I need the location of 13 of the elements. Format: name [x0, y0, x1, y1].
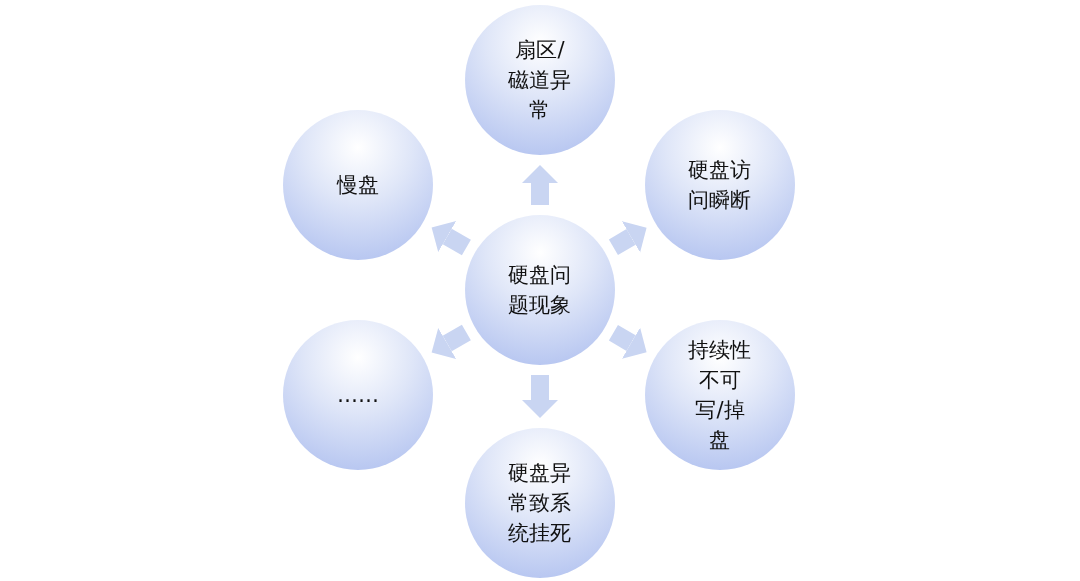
- node-label: 硬盘异常致系统挂死: [507, 460, 573, 547]
- block-arrow: [522, 165, 558, 205]
- node-label: 硬盘问题现象: [507, 262, 573, 319]
- block-arrow: [608, 221, 647, 255]
- block-arrow: [431, 220, 471, 256]
- node-label: 扇区/磁道异常: [507, 37, 573, 124]
- node-label: 硬盘访问瞬断: [687, 157, 753, 214]
- node-label: 慢盘: [337, 172, 379, 199]
- block-arrow: [608, 325, 647, 359]
- node-label: 持续性不可写/掉盘: [687, 337, 753, 454]
- block-arrow: [431, 324, 471, 360]
- node-label: ……: [337, 382, 379, 409]
- block-arrow: [522, 375, 558, 418]
